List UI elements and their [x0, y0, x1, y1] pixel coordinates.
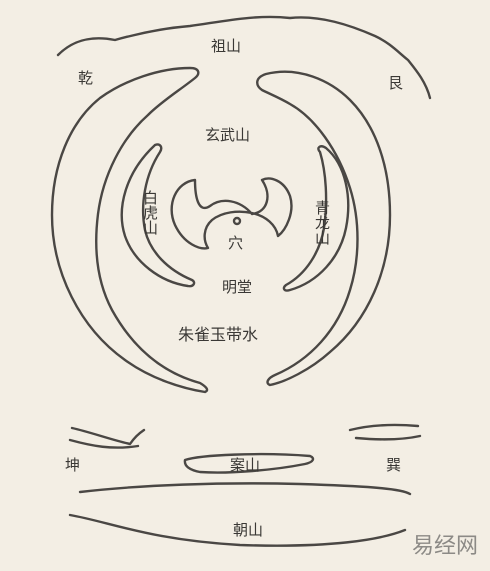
watermark: 易经网	[412, 534, 478, 559]
right-water-stroke	[348, 423, 420, 432]
baihu-arm	[120, 143, 196, 288]
label-chaoshan: 朝山	[233, 521, 263, 539]
outer-right-arm	[256, 70, 392, 387]
label-xuanwu: 玄武山	[205, 126, 250, 144]
label-gen: 艮	[388, 74, 403, 92]
label-xue: 穴	[228, 234, 243, 252]
left-water-stroke	[70, 426, 146, 446]
label-xun: 巽	[386, 456, 401, 474]
qinglong-arm	[282, 145, 350, 292]
label-anshan: 案山	[230, 456, 260, 474]
label-kun: 坤	[65, 456, 80, 474]
chaoshan-ridge-2	[68, 513, 407, 547]
label-baihu: 白虎山	[141, 190, 159, 235]
label-qian: 乾	[78, 69, 93, 87]
xue-crescent	[170, 177, 293, 250]
outer-left-arm	[50, 66, 209, 394]
right-water-stroke-2	[354, 434, 422, 441]
label-mingtang: 明堂	[222, 278, 252, 296]
left-water-stroke-2	[68, 438, 140, 449]
label-zushan: 祖山	[211, 37, 241, 55]
label-zhuque: 朱雀玉带水	[178, 325, 258, 344]
zushan-ridge	[56, 15, 432, 100]
chaoshan-ridge-1	[78, 482, 412, 496]
label-qinglong-text: 青龙山	[313, 200, 331, 245]
xue-point	[232, 216, 242, 226]
label-baihu-text: 白虎山	[141, 190, 159, 235]
anshan-ridge	[183, 452, 315, 474]
label-qinglong: 青龙山	[313, 200, 331, 245]
